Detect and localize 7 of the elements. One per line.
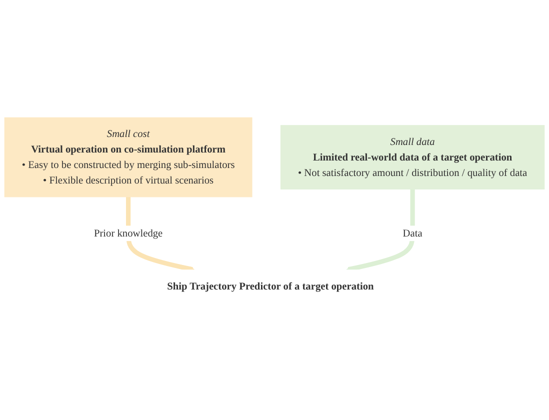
edge-label: Prior knowledge — [94, 227, 163, 239]
arrow — [126, 196, 195, 272]
node-box: Small cost Virtual operation on co-simulation platform • Easy to be constructed by merging sub-simulators • Flexible description of virtual scenarios — [4, 117, 252, 198]
edge-label: Data — [402, 227, 422, 239]
node-text: Ship Trajectory Predictor of a target operation — [167, 280, 374, 292]
node-box: Small data Limited real-world data of a target operation • Not satisfactory amount / distribution / quality of data — [280, 124, 545, 190]
arrow — [346, 189, 415, 272]
